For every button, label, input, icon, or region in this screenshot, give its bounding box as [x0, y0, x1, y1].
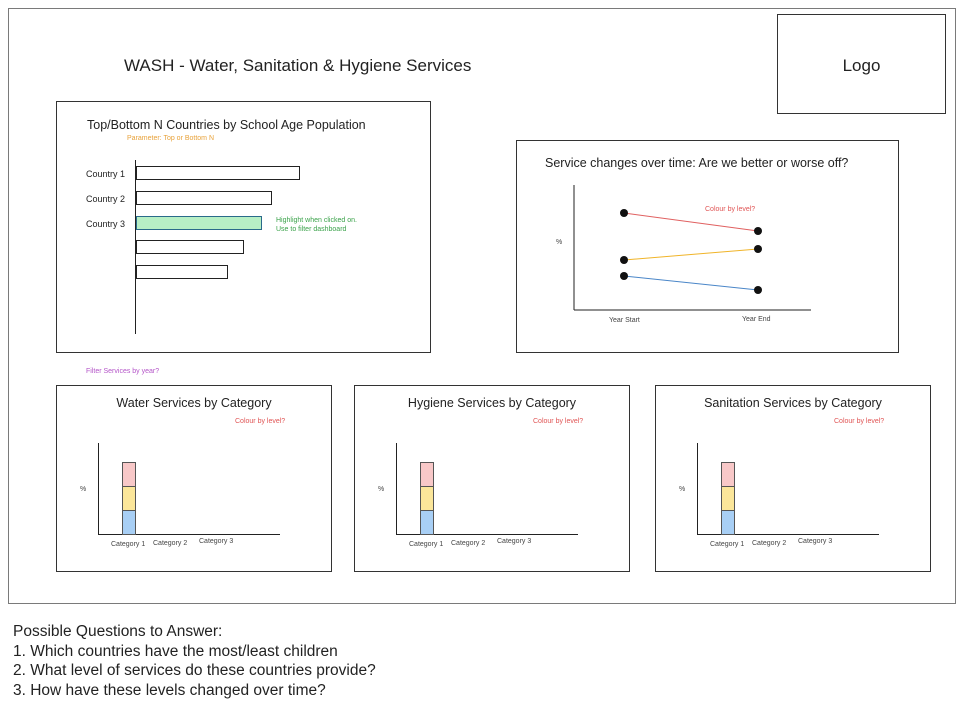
slope-panel: [516, 140, 899, 353]
hygiene-segment-bottom: [420, 510, 434, 535]
country-label-2: Country 2: [86, 194, 126, 204]
water-ylabel: %: [80, 486, 87, 493]
country-bar-4[interactable]: [136, 240, 244, 254]
questions-block: Possible Questions to Answer: 1. Which c…: [13, 622, 376, 700]
sanitation-panel: [655, 385, 931, 572]
highlight-note-line1: Highlight when clicked on.: [276, 217, 357, 224]
water-panel: [56, 385, 332, 572]
slope-ylabel: %: [556, 239, 563, 246]
water-stacked-bar[interactable]: [122, 462, 136, 535]
slope-point-red-start: [620, 209, 628, 217]
sanitation-segment-middle: [721, 486, 735, 511]
slope-point-red-end: [754, 227, 762, 235]
logo-text: Logo: [842, 56, 881, 75]
filter-year-note[interactable]: Filter Services by year?: [86, 368, 160, 375]
water-segment-middle: [122, 486, 136, 511]
hygiene-xlabel-2: Category 2: [451, 540, 486, 547]
country-label-3: Country 3: [86, 219, 126, 229]
country-label-1: Country 1: [86, 169, 126, 179]
slope-line-yellow: [623, 248, 759, 261]
topn-panel: [56, 101, 431, 353]
hygiene-stacked-bar[interactable]: [420, 462, 434, 535]
slope-line-blue: [623, 275, 759, 291]
topn-title: Top/Bottom N Countries by School Age Pop…: [87, 118, 366, 132]
highlight-note-line2: Use to filter dashboard: [276, 226, 347, 233]
slope-colour-note: Colour by level?: [705, 206, 756, 213]
hygiene-xlabel-1: Category 1: [409, 541, 444, 548]
sanitation-xlabel-3: Category 3: [798, 538, 833, 545]
water-segment-top: [122, 462, 136, 487]
sanitation-y-axis: [697, 443, 698, 535]
sanitation-stacked-bar[interactable]: [721, 462, 735, 535]
slope-xlabel-start: Year Start: [609, 317, 640, 324]
hygiene-ylabel: %: [378, 486, 385, 493]
slope-point-blue-start: [620, 272, 628, 280]
hygiene-panel: [354, 385, 630, 572]
dashboard-frame: [8, 8, 956, 604]
hygiene-xlabel-3: Category 3: [497, 538, 532, 545]
water-xlabel-2: Category 2: [153, 540, 188, 547]
sanitation-colour-note: Colour by level?: [834, 418, 885, 425]
water-xlabel-1: Category 1: [111, 541, 146, 548]
question-2: 2. What level of services do these count…: [13, 662, 376, 679]
slope-point-blue-end: [754, 286, 762, 294]
country-bar-1[interactable]: [136, 166, 300, 180]
sanitation-xlabel-2: Category 2: [752, 540, 787, 547]
sanitation-segment-bottom: [721, 510, 735, 535]
sanitation-xlabel-1: Category 1: [710, 541, 745, 548]
questions-heading: Possible Questions to Answer:: [13, 623, 223, 640]
water-colour-note: Colour by level?: [235, 418, 286, 425]
hygiene-segment-middle: [420, 486, 434, 511]
hygiene-segment-top: [420, 462, 434, 487]
parameter-note[interactable]: Parameter: Top or Bottom N: [127, 135, 215, 142]
water-y-axis: [98, 443, 99, 535]
water-title: Water Services by Category: [116, 396, 272, 410]
hygiene-title: Hygiene Services by Category: [407, 396, 577, 410]
slope-title: Service changes over time: Are we better…: [545, 156, 849, 170]
water-x-axis: [98, 534, 280, 535]
question-3: 3. How have these levels changed over ti…: [13, 681, 326, 699]
country-bar-3[interactable]: [136, 216, 262, 230]
hygiene-y-axis: [396, 443, 397, 535]
slope-point-yellow-end: [754, 245, 762, 253]
water-segment-bottom: [122, 510, 136, 535]
hygiene-colour-note: Colour by level?: [533, 418, 584, 425]
question-1: 1. Which countries have the most/least c…: [13, 642, 338, 660]
sanitation-x-axis: [697, 534, 879, 535]
dashboard-title: WASH - Water, Sanitation & Hygiene Servi…: [124, 56, 472, 75]
slope-line-red: [623, 212, 759, 232]
topn-axis: [135, 160, 136, 334]
sanitation-segment-top: [721, 462, 735, 487]
sanitation-ylabel: %: [679, 486, 686, 493]
slope-xlabel-end: Year End: [742, 316, 771, 323]
country-bar-2[interactable]: [136, 191, 272, 205]
country-bar-5[interactable]: [136, 265, 228, 279]
slope-point-yellow-start: [620, 256, 628, 264]
hygiene-x-axis: [396, 534, 578, 535]
logo-placeholder: Logo: [777, 14, 946, 114]
sanitation-title: Sanitation Services by Category: [704, 396, 882, 410]
slope-chart: [573, 185, 811, 311]
water-xlabel-3: Category 3: [199, 538, 234, 545]
